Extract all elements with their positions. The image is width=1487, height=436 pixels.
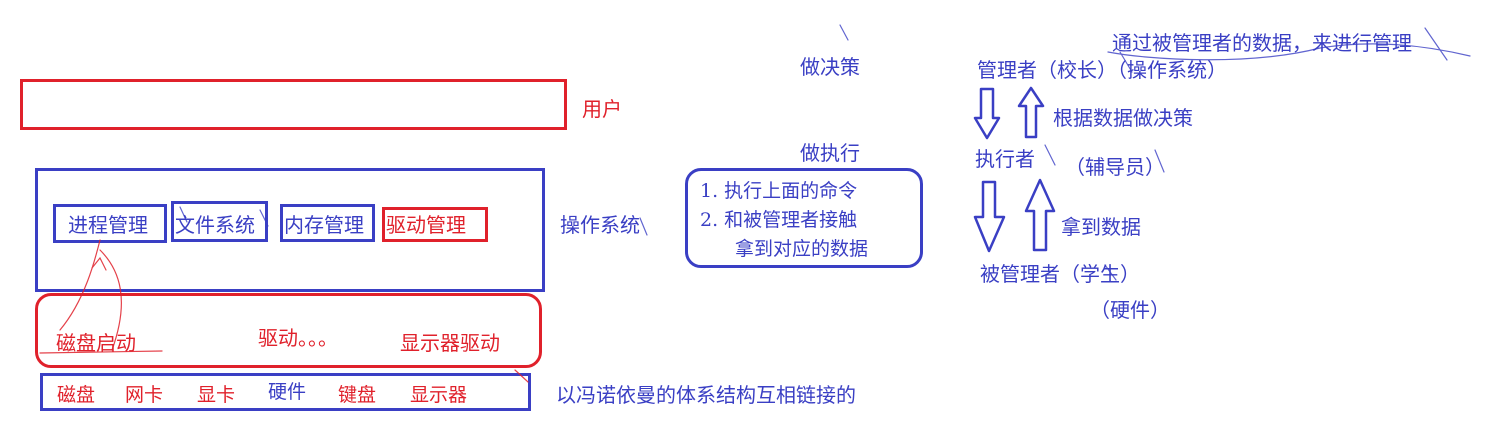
execute-label: 做执行 — [800, 141, 860, 165]
executor-role-label: （辅导员） — [1065, 155, 1165, 179]
hardware-nic: 网卡 — [125, 384, 164, 406]
hardware-monitor: 显示器 — [410, 384, 468, 406]
pen-stroke-slash-icon — [1044, 144, 1056, 166]
execution-steps-box — [685, 168, 923, 268]
pen-stroke-slash-icon — [1424, 27, 1448, 61]
process-management-label: 进程管理 — [68, 213, 148, 237]
step-2-continued: 拿到对应的数据 — [735, 238, 869, 260]
hardware-keyboard: 键盘 — [338, 384, 377, 406]
fetch-data-note: 拿到数据 — [1061, 215, 1141, 239]
pen-stroke-slash-icon — [639, 217, 648, 236]
down-arrow-large-icon — [973, 180, 1006, 253]
managed-role-label: （硬件） — [1090, 298, 1170, 322]
user-label: 用户 — [582, 97, 622, 121]
von-neumann-note: 以冯诺依曼的体系结构互相链接的 — [556, 383, 856, 407]
drivers-box — [35, 293, 542, 368]
drivers-ellipsis-label: 驱动。。。 — [258, 326, 338, 350]
user-box — [20, 79, 567, 130]
top-note: 通过被管理者的数据，来进行管理 — [1112, 31, 1412, 55]
driver-management-box — [382, 207, 488, 242]
process-management-box — [53, 204, 167, 243]
os-label: 操作系统 — [560, 213, 640, 237]
decide-on-data-note: 根据数据做决策 — [1053, 106, 1193, 130]
decide-label: 做决策 — [800, 55, 860, 79]
file-system-label: 文件系统 — [175, 213, 255, 237]
disk-boot-label: 磁盘启动 — [56, 331, 136, 355]
managed-label: 被管理者（学生） — [980, 262, 1140, 286]
up-arrow-icon — [1017, 86, 1045, 139]
hardware-box — [40, 373, 531, 411]
step-1: 1. 执行上面的命令 — [700, 180, 858, 202]
manager-label: 管理者（校长）（操作系统） — [977, 58, 1227, 82]
hardware-gpu: 显卡 — [197, 384, 236, 406]
memory-management-label: 内存管理 — [284, 213, 364, 237]
executor-label: 执行者 — [975, 147, 1035, 171]
up-arrow-large-icon — [1024, 178, 1056, 252]
pen-stroke-slash-icon — [839, 24, 849, 41]
os-box — [35, 168, 545, 292]
display-driver-label: 显示器驱动 — [400, 331, 500, 355]
hardware-disk: 磁盘 — [57, 384, 96, 406]
driver-management-label: 驱动管理 — [386, 213, 466, 237]
down-arrow-icon — [973, 87, 1001, 140]
step-2: 2. 和被管理者接触 — [700, 209, 858, 231]
hardware-label: 硬件 — [268, 381, 307, 403]
memory-management-box — [280, 204, 375, 242]
